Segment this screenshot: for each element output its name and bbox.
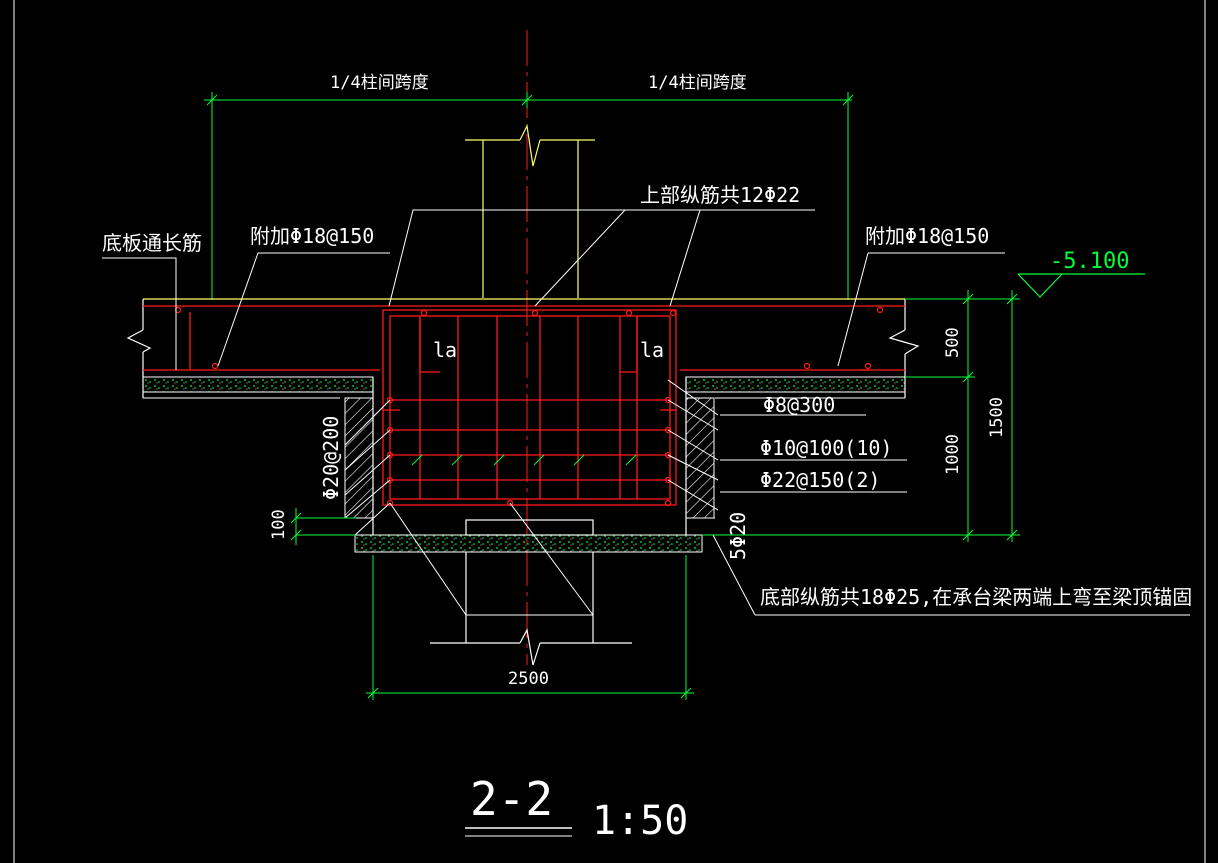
top-dimension xyxy=(204,92,854,300)
extra-bar-left-label: 附加Φ18@150 xyxy=(250,224,374,248)
cushion-bottom xyxy=(354,534,703,553)
cushion-left xyxy=(142,376,374,393)
bottom-longitudinal-label: 底部纵筋共18Φ25,在承台梁两端上弯至梁顶锚固 xyxy=(760,585,1192,609)
cushion-right xyxy=(685,376,906,393)
elevation-label: -5.100 xyxy=(1050,249,1129,274)
extra-bar-right-label: 附加Φ18@150 xyxy=(865,224,989,248)
left-wall-bar-label: Φ20@200 xyxy=(319,416,343,500)
dim-1500-label: 1500 xyxy=(987,397,1007,438)
dim-right xyxy=(702,290,1020,542)
dim-100 xyxy=(290,508,356,545)
dim-2500 xyxy=(366,555,694,700)
tie-bar-ticks xyxy=(411,454,637,466)
right-wall-bar-label: 5Φ20 xyxy=(726,512,750,560)
right-leaders xyxy=(667,379,719,511)
slab-through-bar-label: 底板通长筋 xyxy=(102,231,202,255)
top-right-span-label: 1/4柱间跨度 xyxy=(648,73,747,93)
stirrup-label: Φ10@100(10) xyxy=(760,436,892,460)
anchor-left-label: la xyxy=(433,338,457,362)
dim-500-label: 500 xyxy=(943,327,963,358)
brick-wall-right xyxy=(685,397,715,519)
dim-100-label: 100 xyxy=(269,509,289,540)
leader-lines xyxy=(102,209,1190,616)
elevation-marker xyxy=(1017,273,1145,298)
left-leaders xyxy=(344,399,391,536)
top-longitudinal-label: 上部纵筋共12Φ22 xyxy=(640,183,800,207)
rebar-cage xyxy=(143,305,905,506)
section-title: 2-2 xyxy=(470,772,553,826)
top-left-span-label: 1/4柱间跨度 xyxy=(330,73,429,93)
rebar-dots xyxy=(174,306,884,507)
pile xyxy=(430,519,632,666)
side-bar-label: Φ8@300 xyxy=(763,393,835,417)
dim-1000-label: 1000 xyxy=(943,434,963,475)
tie-bar-label: Φ22@150(2) xyxy=(760,468,880,492)
upper-column xyxy=(465,124,595,298)
section-scale: 1:50 xyxy=(592,798,688,844)
dim-2500-label: 2500 xyxy=(508,669,549,689)
anchor-right-label: la xyxy=(640,338,664,362)
